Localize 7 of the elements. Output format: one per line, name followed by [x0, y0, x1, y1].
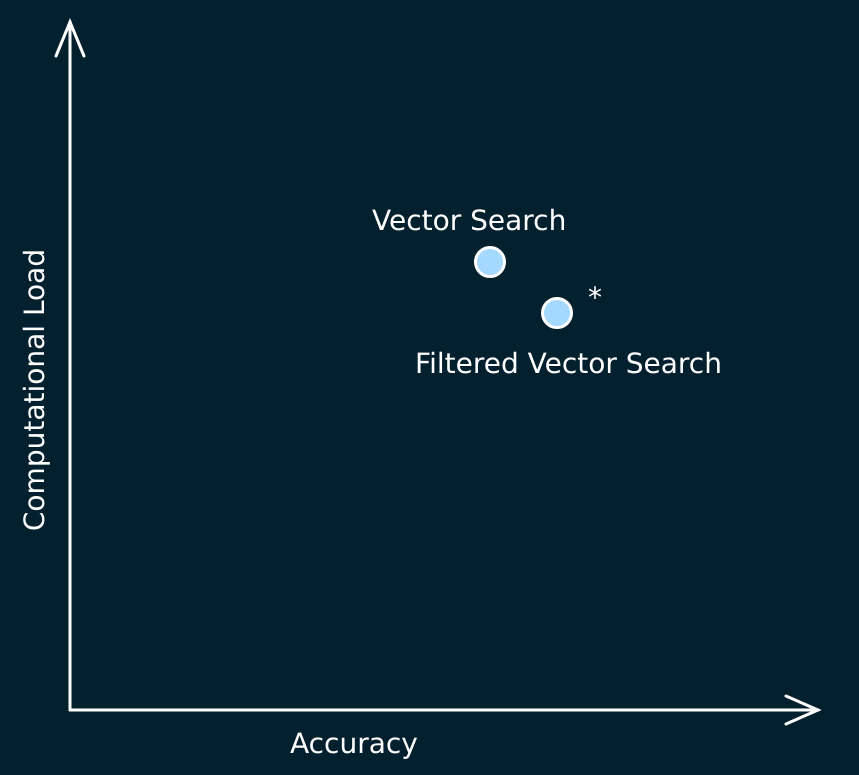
- data-point: [474, 246, 506, 278]
- data-point: [541, 297, 573, 329]
- axis-title: Computational Load: [19, 248, 51, 534]
- footnote-mark: *: [588, 282, 602, 314]
- point-label: Vector Search: [372, 205, 566, 237]
- point-label: Filtered Vector Search: [415, 348, 722, 380]
- axis-title: Accuracy: [290, 728, 418, 760]
